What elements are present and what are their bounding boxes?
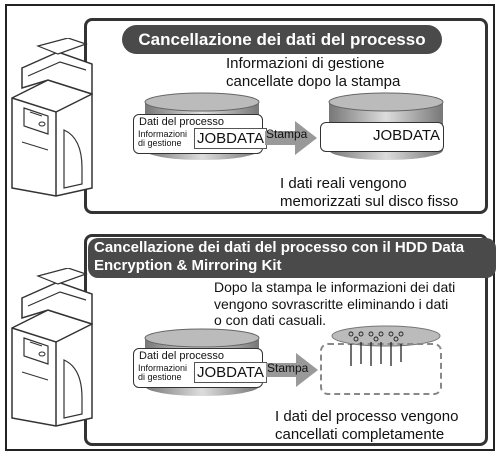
panel1-title: Cancellazione dei dati del processo	[122, 25, 442, 54]
management-info-line2: di gestione	[138, 138, 182, 149]
panel1-result-line1: I dati reali vengono	[280, 175, 407, 192]
panel2-note: Dopo la stampa le informazioni dei dati …	[214, 279, 455, 329]
management-info-line1: Informazioni	[138, 129, 188, 139]
panel2-note-line1: Dopo la stampa le informazioni dei dati	[214, 279, 456, 295]
panel1-note-line2: cancellate dopo la stampa	[226, 72, 401, 90]
panel2-note-line2: vengono sovrascritte eliminando i dati	[214, 295, 449, 312]
job-data-block: JOBDATA	[194, 362, 267, 383]
job-data-card: Dati del processo Informazioni di gestio…	[133, 114, 267, 154]
management-info: Informazioni di gestione	[138, 363, 188, 383]
panel2-title: Cancellazione dei dati del processo con …	[88, 238, 496, 278]
panel2-title-line2: Encryption & Mirroring Kit	[94, 257, 282, 274]
print-label: Stampa	[266, 127, 308, 141]
management-info: Informazioni di gestione	[138, 129, 188, 149]
panel1-note: Informazioni di gestione cancellate dopo…	[226, 55, 400, 90]
job-data-block: JOBDATA	[373, 127, 440, 144]
panel2-title-line1: Cancellazione dei dati del processo con …	[94, 239, 465, 256]
overwrite-pattern-icon	[348, 331, 404, 366]
right-arrow-icon	[265, 121, 317, 155]
job-data-label: Dati del processo	[139, 350, 224, 362]
print-label: Stampa	[267, 361, 309, 375]
panel2-result-line1: I dati del processo vengono	[275, 408, 459, 425]
printer-icon	[11, 268, 93, 427]
printer-icon	[11, 38, 93, 197]
panel2-result-line2: cancellati completamente	[275, 425, 445, 443]
hard-disk-icon	[331, 325, 441, 347]
job-data-card-erased: JOBDATA	[320, 122, 444, 152]
right-arrow-icon	[266, 353, 318, 387]
job-data-label: Dati del processo	[139, 116, 224, 128]
management-info-line1: Informazioni	[138, 363, 188, 373]
panel2-result: I dati del processo vengono cancellati c…	[275, 408, 458, 443]
job-data-block: JOBDATA	[194, 128, 267, 149]
panel1-result-line2: memorizzati sul disco fisso	[280, 192, 459, 210]
panel2-note-line3: o con dati casuali.	[214, 312, 327, 329]
panel1-note-line1: Informazioni di gestione	[226, 55, 385, 72]
job-data-card: Dati del processo Informazioni di gestio…	[133, 348, 267, 388]
panel1-result: I dati reali vengono memorizzati sul dis…	[280, 175, 458, 210]
management-info-line2: di gestione	[138, 372, 182, 383]
